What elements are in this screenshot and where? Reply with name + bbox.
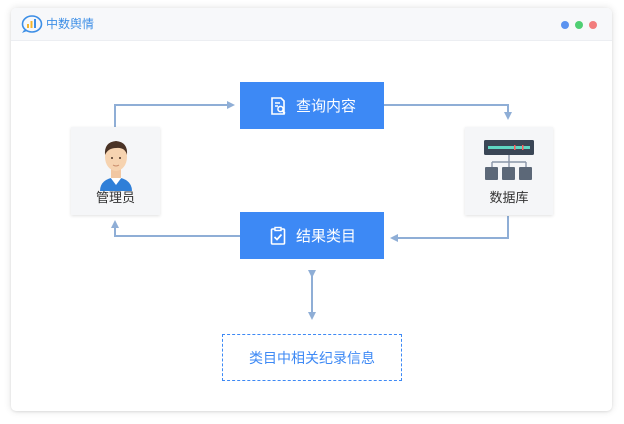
query-content-box[interactable]: 查询内容 — [240, 82, 384, 129]
result-category-box[interactable]: 结果类目 — [240, 212, 384, 259]
result-category-label: 结果类目 — [295, 227, 356, 245]
user-avatar-icon — [96, 133, 136, 195]
search-document-icon — [268, 96, 288, 116]
title-bar: 中数舆情 — [11, 8, 612, 41]
arrow-query-to-database — [384, 104, 512, 120]
brand-logo-icon — [21, 14, 43, 34]
arrow-database-to-result — [390, 216, 509, 242]
database-label: 数据库 — [489, 191, 529, 206]
arrow-admin-to-query — [114, 101, 235, 128]
database-card[interactable]: 数据库 — [465, 127, 553, 215]
clipboard-check-icon — [268, 226, 288, 246]
category-record-info-label: 类目中相关纪录信息 — [249, 350, 375, 367]
window-control-green[interactable] — [575, 21, 583, 29]
window-control-blue[interactable] — [561, 21, 569, 29]
admin-card[interactable]: 管理员 — [71, 127, 160, 215]
category-record-info-box[interactable]: 类目中相关纪录信息 — [222, 334, 402, 381]
query-content-label: 查询内容 — [295, 97, 356, 115]
admin-label: 管理员 — [95, 191, 135, 206]
arrow-result-to-admin — [111, 220, 240, 237]
window-control-red[interactable] — [589, 21, 597, 29]
brand-name: 中数舆情 — [46, 17, 95, 31]
database-server-icon — [484, 140, 534, 192]
